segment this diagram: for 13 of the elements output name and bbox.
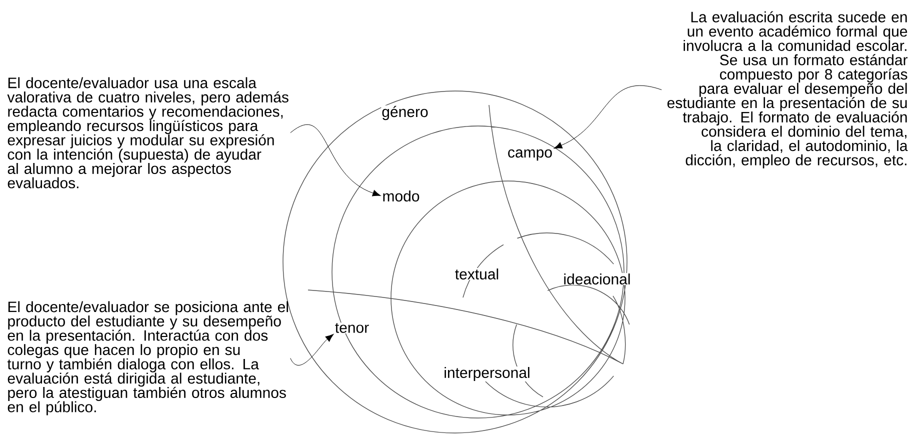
arrow — [290, 334, 334, 366]
region-label: tenor — [334, 322, 370, 334]
note-text: El docente/evaluador se posiciona ante el producto del estudiante y su desempeño en la presentación. Interactúa con dos colegas que hacen lo propio en su turno y también dialoga con ellos. La evaluación está dirigida al estudiante, pero la atestiguan también otros alumnos en el público. — [7, 301, 288, 416]
arrow — [554, 85, 662, 149]
region-label: género — [381, 105, 429, 121]
arrow — [290, 124, 381, 196]
region-label: campo — [507, 148, 554, 162]
note-text: El docente/evaluador usa una escala valorativa de cuatro niveles, pero además redacta comentarios y recomendaciones, empleando recursos lingüísticos para expresar juicios y modular su expresión con la intención (supuesta) de ayudar al alumno a mejorar los aspectos evaluados. — [7, 77, 288, 188]
region-label: ideacional — [562, 273, 632, 285]
region-label: modo — [382, 190, 420, 202]
note-text: La evaluación escrita sucede en un evento académico formal que involucra a la comunidad escolar. Se usa un formato estándar compuesto por 8 categorías para evaluar el desempeño del estudiante en la presentación de su trabajo. El formato de evaluación considera el dominio del tema, la claridad, el autodominio, la dicción, empleo de recursos, etc. — [667, 11, 908, 168]
region-label: interpersonal — [443, 366, 531, 382]
region-label: textual — [454, 268, 500, 280]
